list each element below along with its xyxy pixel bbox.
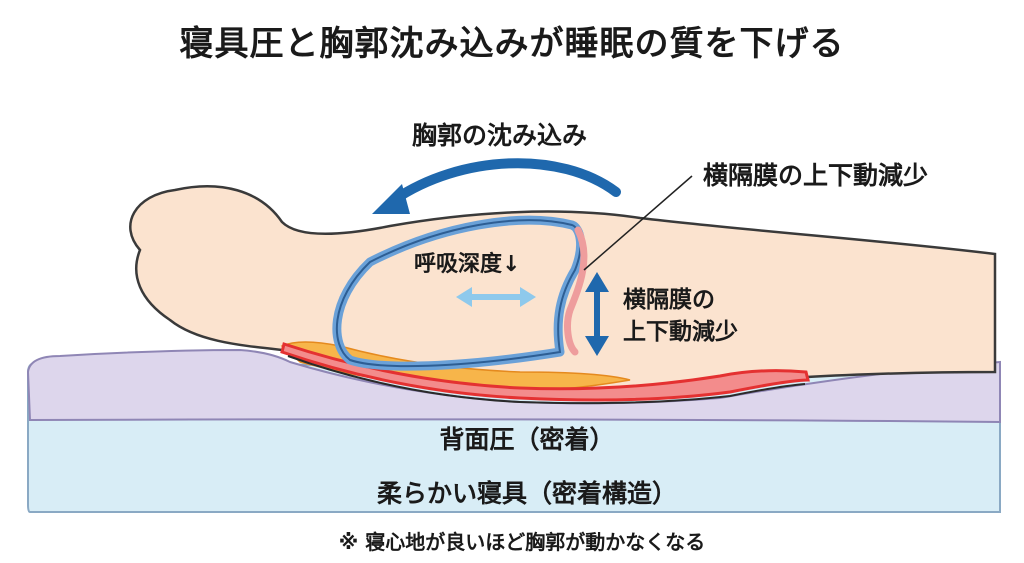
diaphragm-arrowhead-down [585,336,609,356]
label-back-pressure: 背面圧（密着） [439,425,615,454]
pressure-line-dark [287,355,806,405]
breathing-arrowhead-right [520,287,536,307]
footnote: ※ 寝心地が良いほど胸郭が動かなくなる [338,530,706,554]
ribcage-sinking-arrowhead [372,184,410,214]
label-diaphragm-side-line1: 横隔膜の [623,287,715,313]
label-soft-bedding: 柔らかい寝具（密着構造） [376,479,677,508]
label-diaphragm-reduced-top: 横隔膜の上下動減少 [703,161,929,190]
diagram-title: 寝具圧と胸郭沈み込みが睡眠の質を下げる [179,24,845,64]
ribcage-sinking-arrow [389,158,621,205]
label-diaphragm-side-line2: 上下動減少 [623,319,738,345]
label-diaphragm-reduced-side: 横隔膜の 上下動減少 [623,284,738,348]
diaphragm-arrowhead-up [585,272,609,292]
ribcage-inner-line [335,219,582,368]
diaphragm-leader-line [583,175,693,271]
breathing-arrowhead-left [456,287,472,307]
label-breathing-depth: 呼吸深度↓ [414,252,521,277]
diaphragm-curve [564,226,588,356]
label-ribcage-sinking: 胸郭の沈み込み [412,121,588,150]
pressure-band-red [280,342,810,402]
